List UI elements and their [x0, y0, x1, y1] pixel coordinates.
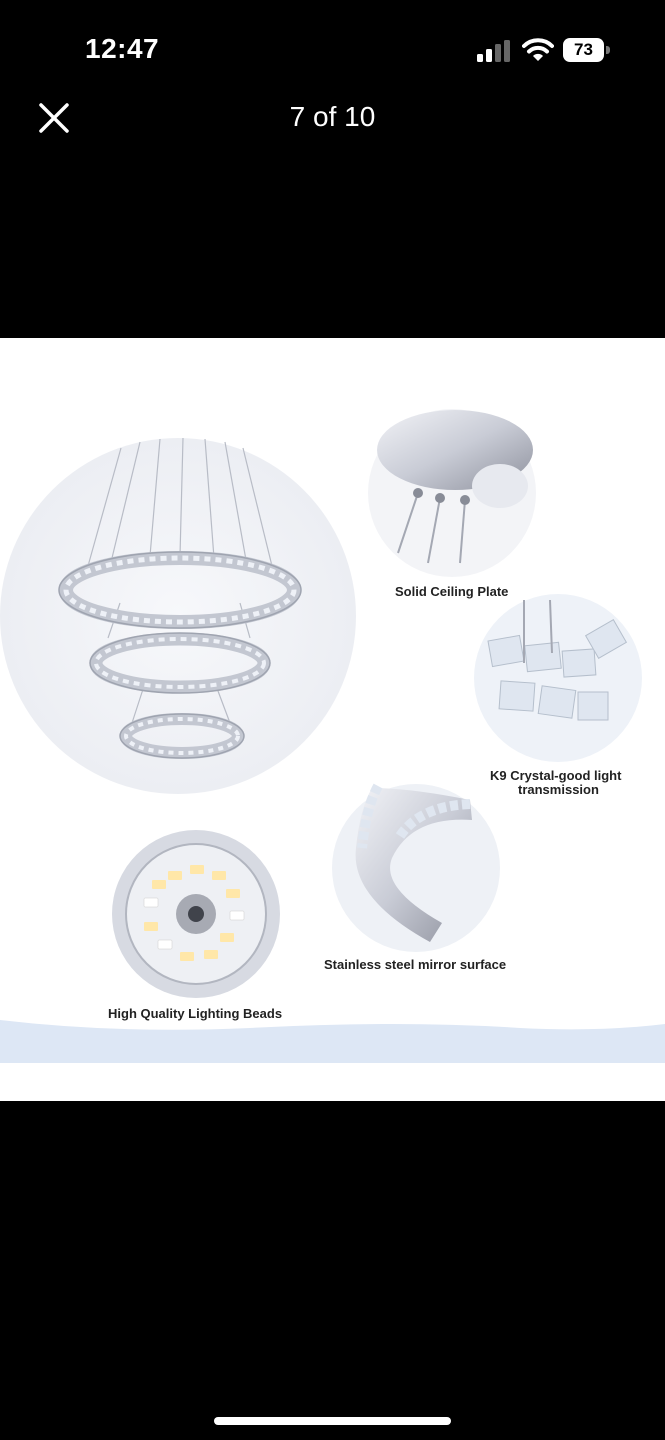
cellular-signal-icon — [477, 40, 510, 62]
stainless-steel-detail-image — [332, 783, 500, 952]
battery-level: 73 — [563, 38, 604, 62]
wifi-icon — [522, 38, 554, 61]
home-indicator[interactable] — [214, 1417, 451, 1425]
lighting-beads-detail-image — [112, 830, 280, 998]
k9-crystal-detail-image — [474, 594, 642, 762]
decorative-wave — [0, 1020, 665, 1063]
status-bar: 12:47 73 — [0, 0, 665, 100]
feature-label-lighting-beads: High Quality Lighting Beads — [108, 1006, 283, 1021]
ceiling-plate-detail-image — [368, 409, 536, 577]
battery-icon: 73 — [563, 38, 611, 62]
image-counter: 7 of 10 — [289, 101, 376, 132]
feature-label-k9-crystal-line2: transmission — [518, 782, 599, 797]
chandelier-main-image — [0, 437, 356, 794]
feature-label-stainless-steel: Stainless steel mirror surface — [324, 957, 507, 972]
status-time: 12:47 — [85, 33, 160, 64]
feature-label-ceiling-plate: Solid Ceiling Plate — [395, 584, 509, 599]
product-illustration — [0, 409, 665, 1063]
close-icon[interactable] — [36, 100, 72, 136]
product-image[interactable]: Solid Ceiling Plate K9 Crystal-good ligh… — [0, 338, 665, 1101]
feature-label-k9-crystal: K9 Crystal-good light — [490, 768, 622, 783]
